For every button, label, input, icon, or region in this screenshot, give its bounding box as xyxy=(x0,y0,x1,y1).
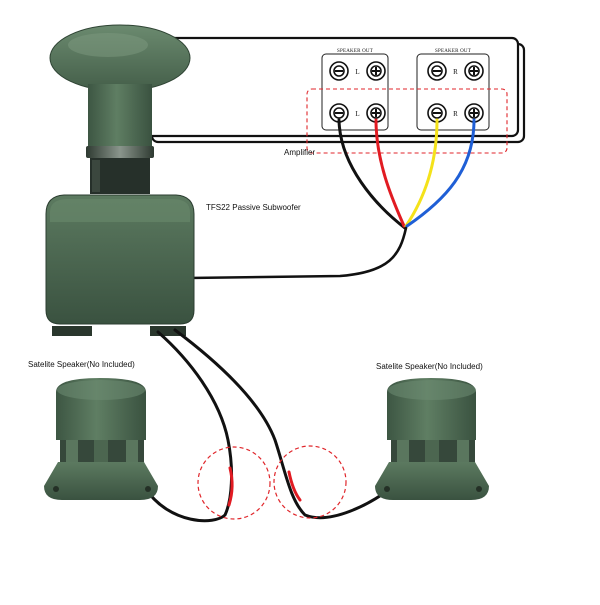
speaker-out-title-right: SPEAKER OUT xyxy=(435,49,471,54)
channel-label-left-top: L xyxy=(355,68,359,76)
wire-sub-to-right-satellite xyxy=(173,328,397,520)
wire-sub-to-left-satellite xyxy=(143,330,234,523)
wire-red-right-satellite xyxy=(287,470,302,502)
wire-red-left-satellite xyxy=(227,466,234,507)
terminal-right-plus-bottom xyxy=(464,103,484,123)
right-satellite-base xyxy=(375,462,489,500)
speaker-out-title-left: SPEAKER OUT xyxy=(337,49,373,54)
subwoofer-band xyxy=(86,146,154,158)
subwoofer-foot-left xyxy=(52,326,92,336)
channel-label-right-bottom: R xyxy=(453,110,458,118)
wire-black-to-subwoofer xyxy=(186,226,408,280)
amplifier-wires xyxy=(186,118,476,280)
left-satellite-label: Satelite Speaker(No Included) xyxy=(28,360,135,369)
highlight-connection-right xyxy=(273,445,347,519)
satellite-wires xyxy=(143,328,397,523)
subwoofer-stem xyxy=(88,84,152,150)
channel-label-left-bottom: L xyxy=(355,110,359,118)
channel-label-right-top: R xyxy=(453,68,458,76)
satellite-speaker-right xyxy=(375,378,489,500)
highlight-connection-left xyxy=(197,446,271,520)
wire-black-left xyxy=(337,118,407,230)
subwoofer-foot-right xyxy=(150,326,186,336)
amplifier-label: Amplifier xyxy=(284,148,316,157)
subwoofer-box xyxy=(45,194,195,325)
satellite-speaker-left xyxy=(44,378,158,500)
terminal-left-plus-top xyxy=(366,61,386,81)
highlight-terminals xyxy=(306,88,508,154)
right-satellite-label: Satelite Speaker(No Included) xyxy=(376,362,483,371)
wire-blue-right xyxy=(405,118,476,228)
terminal-right-minus-top xyxy=(427,61,447,81)
left-satellite-base xyxy=(44,462,158,500)
subwoofer-label: TFS22 Passive Subwoofer xyxy=(206,203,301,212)
subwoofer xyxy=(45,24,195,336)
terminal-right-plus-top xyxy=(464,61,484,81)
terminal-left-minus-top xyxy=(329,61,349,81)
amplifier-panel: L R L R SPEAKER OUT SPEAKER OUT xyxy=(144,36,526,154)
terminal-left-plus-bottom xyxy=(366,103,386,123)
wire-yellow-right xyxy=(404,118,439,228)
wire-red-left xyxy=(374,118,406,228)
